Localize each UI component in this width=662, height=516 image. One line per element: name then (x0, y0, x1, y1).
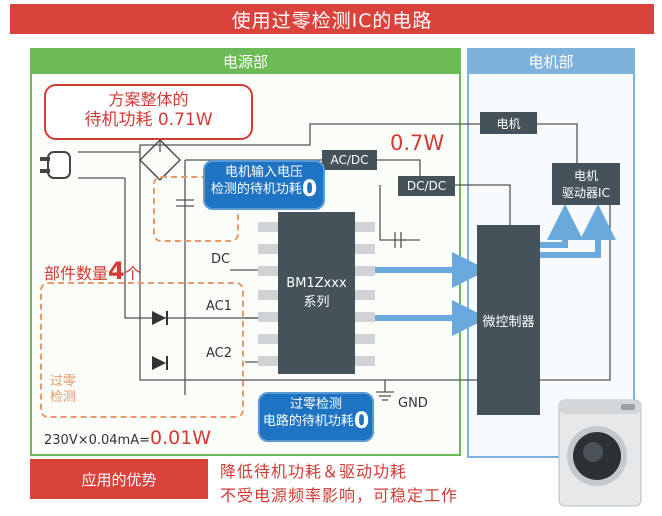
input-callout-zero: 0 (301, 177, 318, 202)
parts-count-number: 4 (108, 257, 125, 285)
input-callout-line2: 检测的待机功耗 (210, 182, 302, 197)
power-section-header: 电源部 (30, 48, 461, 74)
parts-count-unit: 个 (124, 264, 141, 283)
motor-driver-line1: 电机 (573, 169, 598, 183)
pin-ac2-label: AC2 (206, 346, 233, 361)
acdc-block: AC/DC (322, 150, 377, 170)
ic-chip: BM1Zxxx 系列 (278, 212, 355, 374)
ic-name: BM1Zxxx (286, 276, 347, 291)
motor-section-header: 电机部 (467, 48, 635, 74)
zero-cross-label: 过零 检测 (50, 374, 76, 406)
parts-count-label: 部件数量4个 (44, 257, 141, 285)
plug-icon (40, 151, 71, 179)
standby-power-callout: 方案整体的 待机功耗 0.71W (44, 84, 253, 140)
advantage-line1: 降低待机功耗＆驱动功耗 (220, 462, 408, 481)
standby-line2: 待机功耗 0.71W (84, 110, 213, 130)
motor-block: 电机 (480, 112, 537, 134)
pin-ac1-label: AC1 (206, 299, 233, 314)
motor-driver-block: 电机 驱动器IC (552, 163, 620, 205)
zero-callout-line1: 过零检测 (289, 397, 342, 412)
standby-formula: 230V×0.04mA=0.01W (44, 427, 211, 449)
washing-machine-icon (558, 399, 642, 507)
dcdc-block: DC/DC (398, 176, 455, 196)
zero-cross-line1: 过零 (50, 374, 77, 389)
microcontroller-block: 微控制器 (477, 225, 540, 415)
acdc-power-value: 0.7W (390, 131, 445, 155)
motor-driver-line2: 驱动器IC (562, 186, 610, 200)
page-title: 使用过零检测IC的电路 (10, 4, 654, 34)
input-callout-line1: 电机输入电压 (224, 165, 303, 180)
zero-callout-zero: 0 (353, 409, 370, 434)
ic-series: 系列 (303, 295, 330, 310)
advantages-label: 应用的优势 (30, 459, 208, 499)
parts-count-text: 部件数量 (44, 264, 109, 283)
input-voltage-callout: 电机输入电压 检测的待机功耗0 (203, 160, 325, 210)
zero-cross-callout: 过零检测 电路的待机功耗0 (258, 392, 374, 442)
pin-dc-label: DC (211, 252, 231, 267)
standby-line1: 方案整体的 (108, 90, 189, 109)
zero-cross-line2: 检测 (50, 390, 77, 405)
zero-cross-region (40, 282, 244, 418)
formula-prefix: 230V×0.04mA= (44, 433, 150, 448)
formula-value: 0.01W (150, 427, 212, 449)
zero-callout-line2: 电路的待机功耗 (262, 414, 354, 429)
advantage-line2: 不受电源频率影响，可稳定工作 (220, 486, 459, 505)
gnd-label: GND (398, 396, 428, 411)
diode-icon (152, 311, 168, 370)
